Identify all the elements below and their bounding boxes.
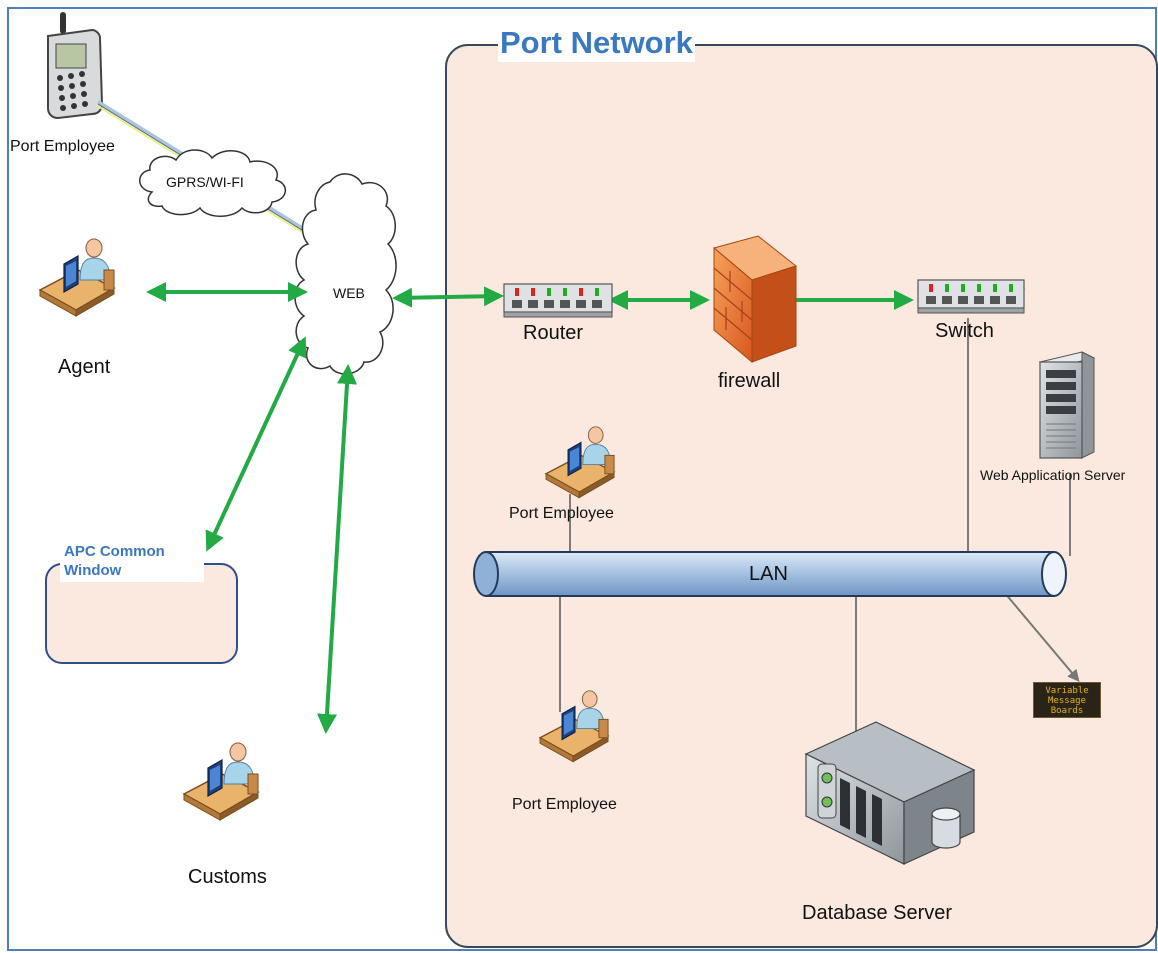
gprs-cloud-icon [139,149,286,217]
message-board-icon: Variable Message Boards [1033,682,1101,718]
switch-label: Switch [935,320,994,342]
lan-pipe [473,551,1067,597]
port-network-region [445,44,1158,948]
mobile-employee-label: Port Employee [10,138,115,155]
board-link-arrow [1003,591,1080,682]
port-network-title: Port Network [498,24,695,62]
web-customs-arrow [316,364,358,734]
web-app-server-label: Web Application Server [980,467,1126,483]
lan-links [559,318,1071,736]
web-label: WEB [333,285,365,301]
lan-label: LAN [749,563,788,585]
apc-window-label: APC Common Window [60,540,204,582]
port-employee-lower-label: Port Employee [512,796,617,813]
customs-label: Customs [188,866,267,888]
firewall-label: firewall [718,370,781,392]
gprs-label: GPRS/WI-FI [166,174,244,190]
web-cloud-icon [294,173,397,375]
port-employee-upper-label: Port Employee [509,505,614,522]
agent-workstation-icon [39,238,115,317]
router-icon [503,283,613,318]
router-label: Router [523,322,584,344]
database-server-label: Database Server [802,902,953,924]
mobile-phone-icon [47,12,104,120]
rack-server-icon [804,721,976,865]
tower-server-icon [1038,351,1096,459]
firewall-icon [712,235,798,364]
customs-workstation-icon [183,742,259,821]
web-apc-arrow [205,336,307,552]
switch-icon [917,279,1025,314]
agent-label: Agent [58,356,111,378]
web-router-arrow [392,286,504,308]
